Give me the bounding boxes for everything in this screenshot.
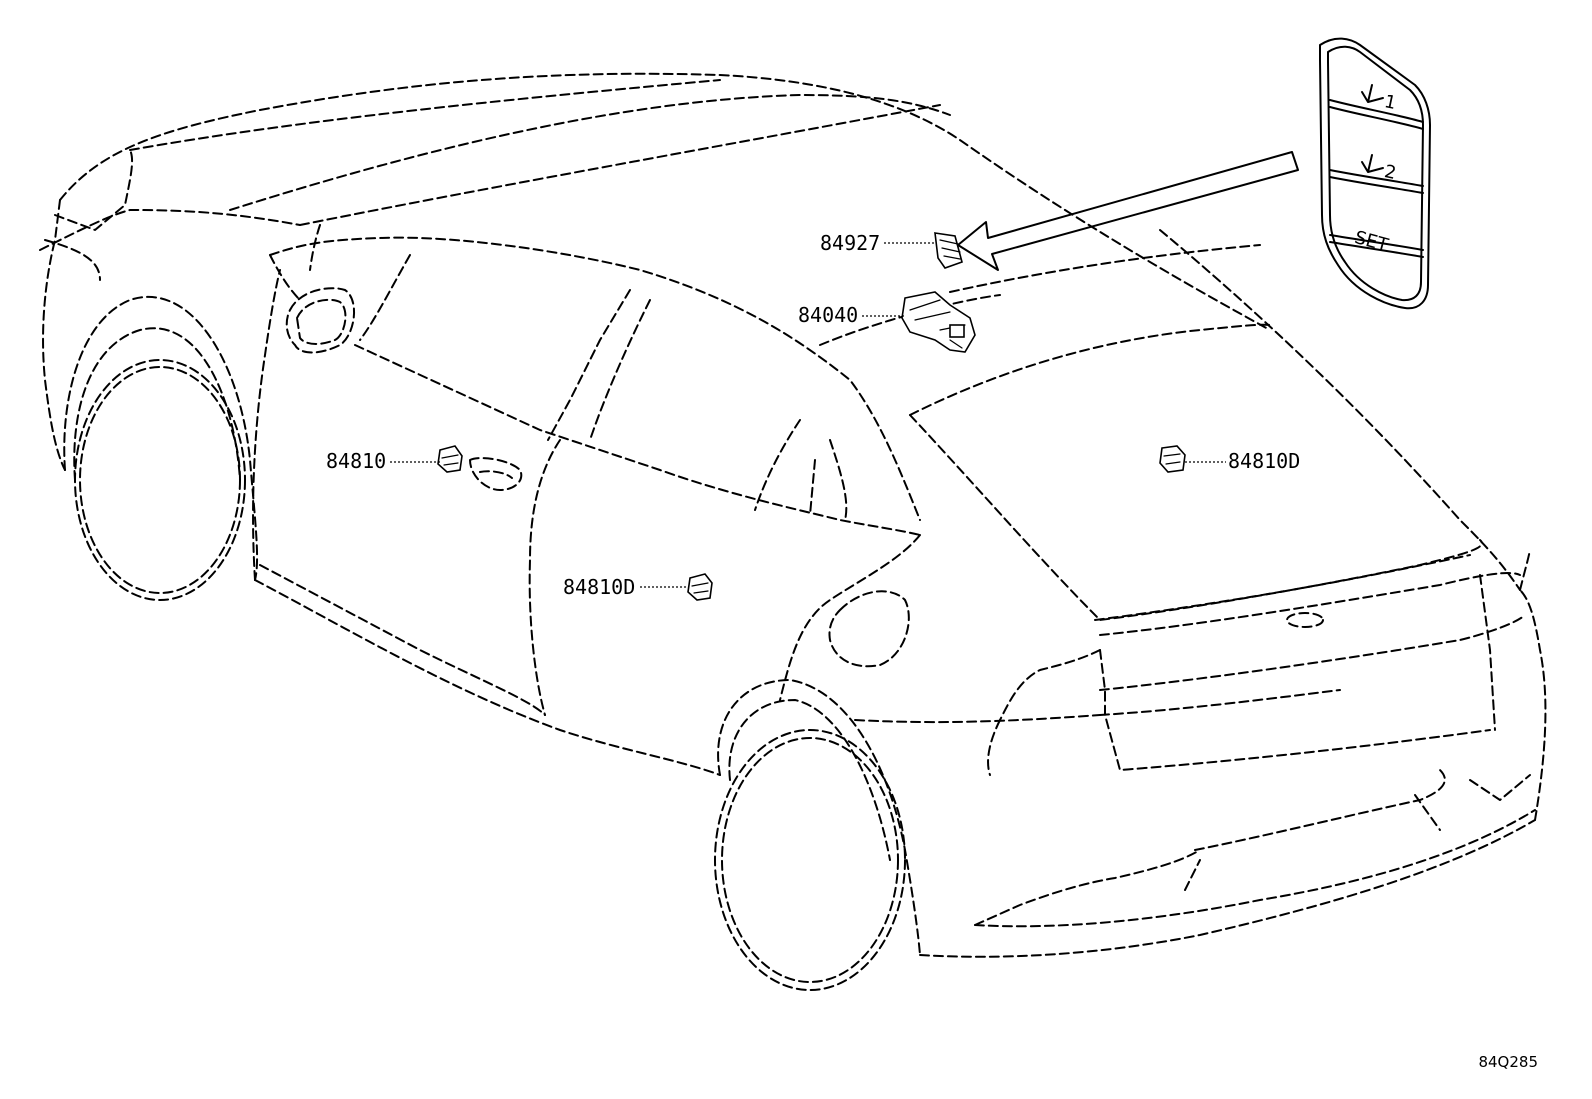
part-84810 [437,445,463,473]
memory-button-1-label: 1 [1382,91,1398,114]
set-button-label: SET [1352,227,1391,256]
seat-icon-2 [1361,154,1384,173]
callout-84927: 84927 [820,231,880,255]
diagram-code: 84Q285 [1478,1053,1538,1071]
leader-lines [390,242,1226,588]
callout-84810: 84810 [326,449,386,473]
callout-84040: 84040 [798,303,858,327]
callout-84810d-rear: 84810D [1228,449,1300,473]
car-outline [39,72,1547,991]
memory-switch-panel: 1 2 SET [1319,37,1431,310]
part-84810d-rear [1159,445,1186,473]
pointer-arrow [957,151,1299,271]
part-84810d-door [687,573,713,601]
part-84927 [934,232,963,269]
part-84040 [901,291,976,353]
memory-button-2-label: 2 [1382,161,1398,184]
callout-84810d-door: 84810D [563,575,635,599]
seat-icon-1 [1361,84,1384,103]
